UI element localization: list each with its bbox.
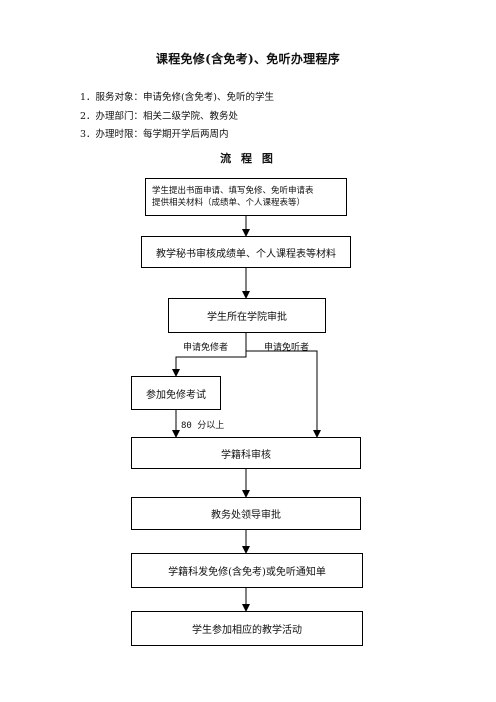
step-registry-review: 学籍科审核 xyxy=(131,437,361,469)
label-exempt-attend: 申请免听者 xyxy=(264,343,310,353)
step-secretary-review: 教学秘书审核成绩单、个人课程表等材料 xyxy=(141,236,351,268)
step-college-approval: 学生所在学院审批 xyxy=(168,298,326,333)
info-service-target: 1．服务对象：申请免修(含免考)、免听的学生 xyxy=(80,92,274,103)
info-department: 2．办理部门：相关二级学院、教务处 xyxy=(80,111,239,122)
info-time-limit: 3．办理时限：每学期开学后两周内 xyxy=(80,129,229,140)
step-attend-activity: 学生参加相应的教学活动 xyxy=(131,611,363,646)
label-score-threshold: 80 分以上 xyxy=(181,421,225,431)
step-leader-approval: 教务处领导审批 xyxy=(131,497,361,530)
label-exempt-study: 申请免修者 xyxy=(183,343,229,353)
step-student-application-line2: 提供相关材料（成绩单、个人课程表等） xyxy=(152,198,306,208)
step-exemption-exam: 参加免修考试 xyxy=(131,376,221,410)
step-issue-notice: 学籍科发免修(含免考)或免听通知单 xyxy=(131,553,363,588)
flowchart-heading: 流 程 图 xyxy=(220,152,276,165)
document-title: 课程免修(含免考)、免听办理程序 xyxy=(155,52,341,66)
step-student-application: 学生提出书面申请、填写免修、免听申请表 提供相关材料（成绩单、个人课程表等） xyxy=(145,178,347,216)
step-student-application-line1: 学生提出书面申请、填写免修、免听申请表 xyxy=(152,186,314,196)
arrow-college-to-registry xyxy=(245,333,321,438)
